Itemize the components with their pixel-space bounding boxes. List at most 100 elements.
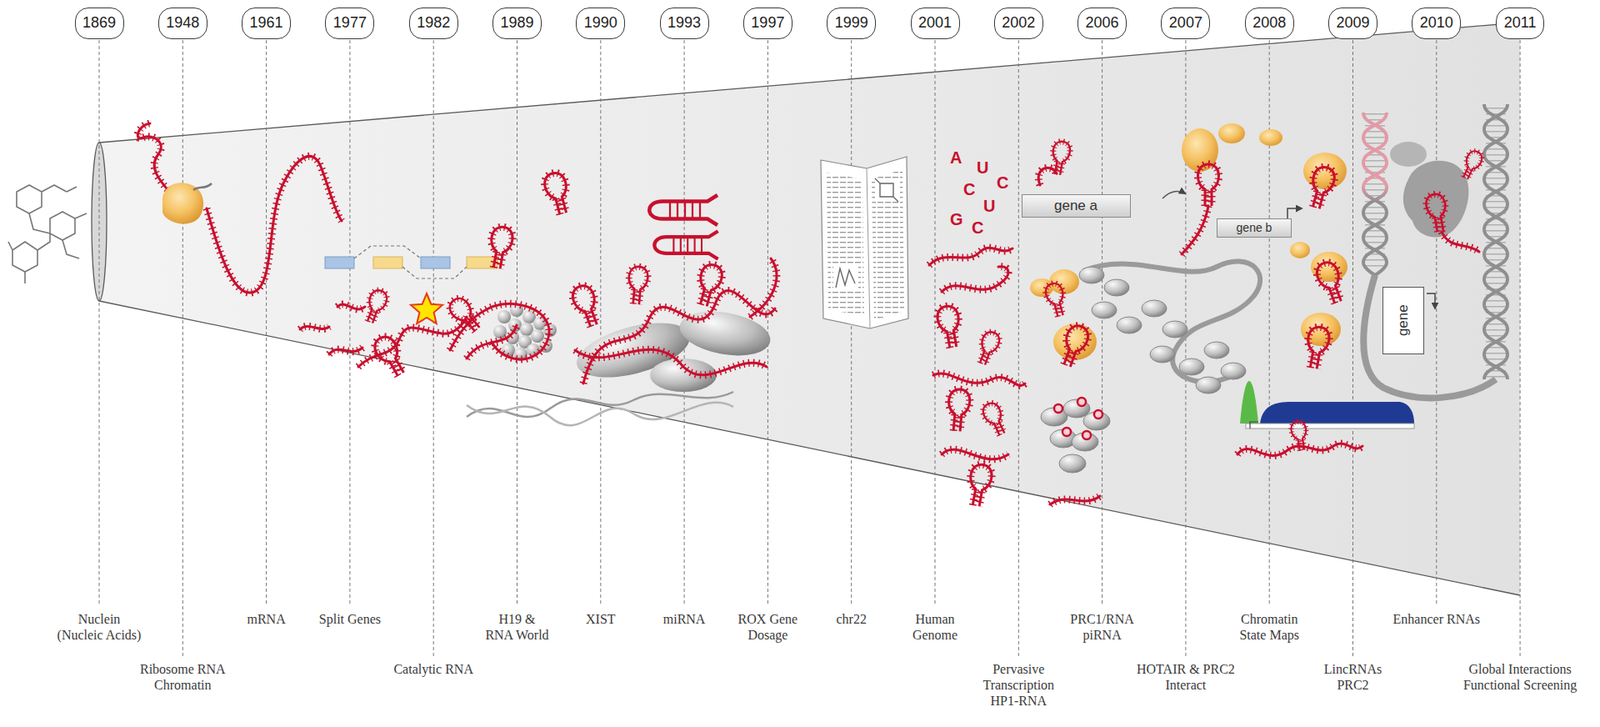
chromosome-sequence-sheet bbox=[871, 169, 905, 320]
year-box: 2009 bbox=[1328, 7, 1378, 40]
milestone-caption: Nuclein (Nucleic Acids) bbox=[55, 610, 143, 643]
node-text: gene bbox=[1395, 304, 1412, 336]
hp1-nucleosomes bbox=[1050, 495, 1100, 505]
split-gene bbox=[420, 256, 450, 269]
split-gene bbox=[373, 256, 403, 269]
milestone-caption: Pervasive Transcription HP1-RNA bbox=[976, 660, 1060, 710]
nucleic-acid-molecule bbox=[29, 213, 87, 234]
gene-box: gene b bbox=[1216, 218, 1292, 238]
milestone-caption: Chromatin State Maps bbox=[1231, 610, 1307, 643]
gene-box: gene a bbox=[1021, 194, 1131, 218]
chromosome-sequence-sheet bbox=[833, 265, 859, 292]
gene-box: gene bbox=[1382, 286, 1425, 355]
hp1-nucleosomes bbox=[1077, 397, 1086, 406]
nucleotide-letter: U bbox=[976, 158, 989, 177]
prc1-rna-complex bbox=[1049, 140, 1072, 176]
nucleotide-letter: U bbox=[983, 196, 995, 215]
micro-rna bbox=[649, 195, 718, 260]
node-text: 1989 bbox=[500, 14, 535, 33]
milestone-caption: Enhancer RNAs bbox=[1378, 610, 1495, 627]
x-chromosome bbox=[693, 262, 725, 309]
enhancer-loop bbox=[1484, 104, 1508, 380]
hp1-nucleosomes bbox=[1082, 430, 1091, 440]
split-gene bbox=[325, 256, 355, 269]
catalytic-rna bbox=[329, 347, 363, 355]
hotair-prc2 bbox=[1181, 205, 1209, 255]
lincrna-prc2 bbox=[1290, 152, 1348, 370]
chromatin-rna bbox=[497, 310, 511, 324]
chromatin-rna bbox=[466, 402, 734, 425]
genome-transcripts bbox=[933, 373, 1025, 385]
chromatin-rna bbox=[445, 170, 734, 426]
genome-transcripts bbox=[941, 449, 1009, 460]
x-chromosome bbox=[626, 265, 649, 305]
milestone-caption: PRC1/RNA piRNA bbox=[1064, 610, 1141, 643]
genome-transcripts bbox=[929, 247, 1025, 508]
year-box: 2002 bbox=[994, 7, 1044, 40]
hotair-prc2 bbox=[1204, 341, 1230, 359]
enhancer-loop bbox=[1424, 192, 1450, 233]
hotair-prc2 bbox=[1287, 208, 1302, 219]
enhancer-loop bbox=[1426, 293, 1435, 309]
year-box: 1977 bbox=[325, 7, 375, 40]
split-gene bbox=[354, 245, 467, 279]
prc1-rna-complex bbox=[1044, 281, 1070, 319]
leader-lines bbox=[182, 40, 184, 656]
chromatin-rna bbox=[486, 225, 515, 270]
node-text: 2006 bbox=[1085, 14, 1120, 33]
leader-lines bbox=[1352, 40, 1354, 656]
genome-transcripts bbox=[941, 266, 1009, 292]
lincrna-prc2 bbox=[1303, 325, 1331, 370]
node-text: 2002 bbox=[1001, 14, 1036, 33]
prc1-rna-complex bbox=[1038, 167, 1057, 185]
genome-transcripts bbox=[933, 373, 1025, 385]
hotair-prc2 bbox=[1259, 129, 1283, 146]
messenger-rna bbox=[206, 155, 342, 293]
node-text: 2011 bbox=[1503, 14, 1537, 33]
cone bbox=[91, 22, 1520, 595]
chromatin-state-map bbox=[1245, 423, 1415, 429]
nucleotide-letter: C bbox=[963, 180, 975, 199]
genome-transcripts bbox=[980, 400, 1010, 438]
lincrna-prc2 bbox=[1314, 259, 1349, 306]
hotair-prc2 bbox=[1104, 279, 1130, 296]
node-text: 2001 bbox=[918, 14, 953, 33]
lincrna-prc2 bbox=[1305, 165, 1337, 211]
leader-lines bbox=[265, 40, 267, 606]
nucleic-acid-molecule bbox=[12, 241, 38, 272]
x-chromosome bbox=[750, 258, 777, 317]
ribosome bbox=[193, 183, 212, 190]
hotair-prc2 bbox=[1220, 362, 1246, 380]
leader-lines bbox=[99, 40, 1520, 656]
nucleotide-letter: C bbox=[996, 173, 1009, 192]
catalytic-rna bbox=[300, 325, 330, 330]
milestone-caption: XIST bbox=[567, 610, 635, 627]
lincrna-prc2 bbox=[1290, 241, 1310, 259]
hotair-prc2 bbox=[1091, 301, 1117, 319]
hotair-prc2 bbox=[1197, 164, 1219, 206]
nucleotide-letter: G bbox=[950, 210, 964, 229]
milestone-caption: Ribosome RNA Chromatin bbox=[136, 660, 229, 693]
chromosome-sequence-sheet bbox=[875, 178, 899, 202]
hotair-prc2 bbox=[1181, 205, 1209, 255]
year-box: 1948 bbox=[158, 7, 208, 40]
leader-lines bbox=[1269, 40, 1270, 606]
milestone-caption: Global Interactions Functional Screening bbox=[1457, 660, 1583, 693]
year-box: 1989 bbox=[492, 7, 542, 40]
enhancer-loop bbox=[1441, 231, 1480, 252]
leader-lines bbox=[1435, 40, 1437, 606]
chromatin-rna bbox=[450, 303, 550, 360]
x-chromosome bbox=[570, 258, 777, 392]
x-chromosome bbox=[675, 305, 774, 362]
enhancer-loop bbox=[1363, 275, 1496, 398]
prc1-rna-complex bbox=[1030, 140, 1185, 370]
catalytic-rna bbox=[358, 316, 467, 367]
hotair-prc2 bbox=[1150, 345, 1175, 363]
prc1-rna-complex bbox=[1049, 269, 1080, 295]
node-text: 1869 bbox=[82, 14, 117, 33]
x-chromosome bbox=[583, 290, 775, 384]
catalytic-rna bbox=[337, 304, 365, 310]
catalytic-rna bbox=[337, 304, 365, 310]
